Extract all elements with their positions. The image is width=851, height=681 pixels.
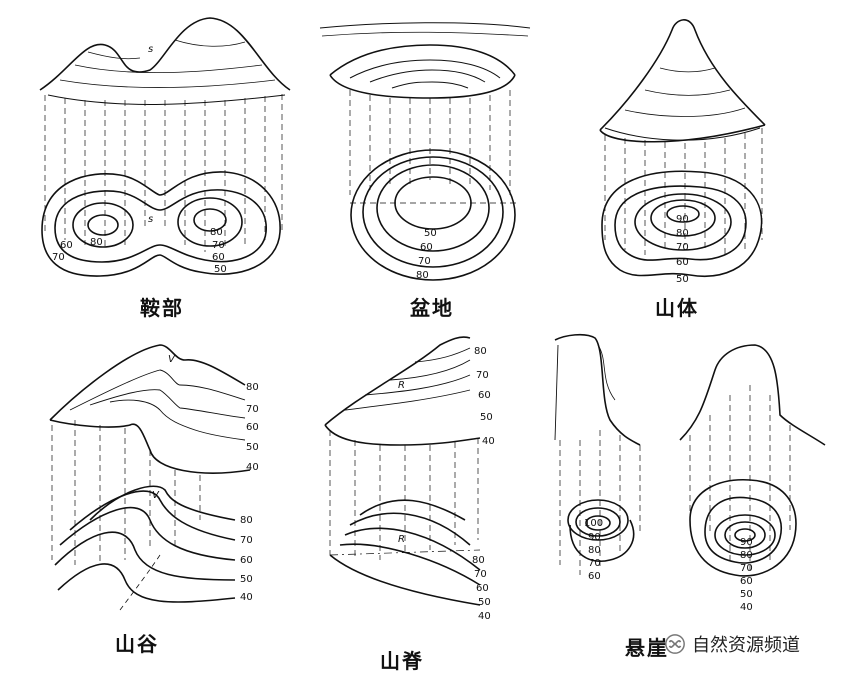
label-mountain-70: 70 [676,242,689,253]
cliff-left-contours [567,499,629,541]
label-ridge-top-40: 40 [482,436,495,447]
watermark: 自然资源频道 [664,631,800,657]
label-cliff-90: 90 [588,532,601,543]
cliff-3d-left [554,333,641,446]
label-cliff-100: 100 [584,518,603,529]
label-saddle-60b: 60 [60,240,73,251]
mountain-contour-50 [601,170,763,277]
label-cliff-70: 70 [588,558,601,569]
caption-saddle: 鞍部 [140,296,184,320]
label-ridge-r-map: R [398,534,405,545]
label-basin-60: 60 [420,242,433,253]
label-cliff-r-60: 60 [740,576,753,587]
label-valley-top-70: 70 [246,404,259,415]
label-ridge-top-50: 50 [480,412,493,423]
watermark-text: 自然资源频道 [692,635,800,656]
basin-3d-rim [319,22,531,29]
label-valley-70: 70 [240,535,253,546]
label-valley-v-top: V [168,354,176,365]
cliff-3d-right [679,344,826,446]
label-cliff-r-50: 50 [740,589,753,600]
basin-contour-80 [350,149,516,281]
label-saddle-60: 60 [212,252,225,263]
caption-cliff: 悬崖 [625,636,669,660]
label-basin-70: 70 [418,256,431,267]
label-ridge-r-top: R [398,380,405,391]
label-mountain-60: 60 [676,257,689,268]
label-basin-80: 80 [416,270,429,281]
label-mountain-90: 90 [676,214,689,225]
label-mountain-50: 50 [676,274,689,285]
label-saddle-50: 50 [214,264,227,275]
mountain-panel [599,19,766,277]
saddle-contour-outer [41,171,281,277]
mountain-3d-peak [599,19,766,131]
label-saddle-s-top: s [148,44,153,55]
label-cliff-60: 60 [588,571,601,582]
label-cliff-r-90: 90 [740,537,753,548]
label-cliff-r-80: 80 [740,550,753,561]
label-valley-top-40: 40 [246,462,259,473]
label-ridge-70: 70 [474,569,487,580]
label-saddle-70b: 70 [52,252,65,263]
label-basin-50: 50 [424,228,437,239]
label-valley-top-80: 80 [246,382,259,393]
label-valley-60: 60 [240,555,253,566]
valley-3d-surface [49,344,246,421]
label-saddle-80: 80 [210,227,223,238]
label-ridge-60: 60 [476,583,489,594]
basin-panel [319,22,531,281]
label-cliff-r-40: 40 [740,602,753,613]
caption-basin: 盆地 [410,296,454,320]
caption-valley: 山谷 [115,632,159,656]
label-valley-50: 50 [240,574,253,585]
label-ridge-top-60: 60 [478,390,491,401]
label-ridge-50: 50 [478,597,491,608]
label-cliff-r-70: 70 [740,563,753,574]
label-valley-80: 80 [240,515,253,526]
ridge-panel [324,336,481,606]
label-ridge-40: 40 [478,611,491,622]
label-mountain-80: 80 [676,228,689,239]
cliff-panel [554,333,826,577]
label-saddle-70: 70 [212,240,225,251]
label-ridge-top-70: 70 [476,370,489,381]
label-saddle-s-map: s [148,214,153,225]
saddle-panel [39,17,291,277]
label-saddle-80b: 80 [90,237,103,248]
label-valley-top-60: 60 [246,422,259,433]
caption-ridge: 山脊 [380,649,424,673]
label-cliff-80: 80 [588,545,601,556]
cliff-right-contour-40 [689,479,797,577]
label-ridge-80: 80 [472,555,485,566]
label-ridge-top-80: 80 [474,346,487,357]
valley-panel [49,344,251,611]
ridge-3d-surface [324,336,471,426]
caption-mountain: 山体 [655,296,699,320]
wechat-channel-icon [665,634,685,654]
label-valley-v-map: V [152,490,160,501]
saddle-3d-surface [39,17,291,91]
ridge-contour-40 [329,554,481,606]
label-valley-40: 40 [240,592,253,603]
label-valley-top-50: 50 [246,442,259,453]
